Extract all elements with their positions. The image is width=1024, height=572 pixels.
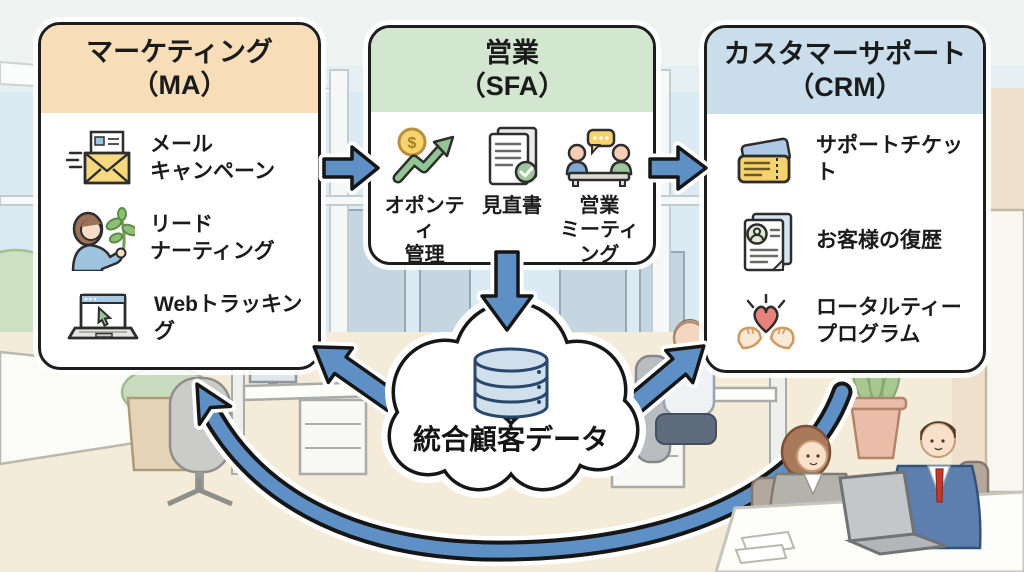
panel-marketing-title: マーケティング （MA） <box>41 25 318 113</box>
opportunity-management-icon: $ <box>392 122 458 188</box>
customer-history-icon <box>731 210 801 272</box>
dollar-glyph: $ <box>407 135 416 152</box>
email-campaign-icon <box>65 129 135 189</box>
lead-nurturing-icon <box>65 207 135 271</box>
item-opportunity-management: $ オポンティ 管理 <box>381 122 468 265</box>
item-label-web-tracking: Webトラッキング <box>154 293 303 343</box>
item-lead-nurturing: リード ナーティング <box>41 199 318 279</box>
panel-sales-body: $ オポンティ 管理 <box>371 112 653 265</box>
door <box>984 208 1024 494</box>
web-tracking-icon <box>65 291 139 347</box>
item-label-loyalty-program: ロータルティー プログラム <box>816 295 962 346</box>
panel-marketing-body: メール キャンペーン <box>41 113 318 367</box>
item-quotation-document: 見直書 <box>468 122 555 262</box>
panel-customer-support-body: サポートチケット <box>707 114 983 370</box>
item-support-ticket: サポートチケット <box>707 120 983 201</box>
item-label-sales-meeting: 営業 ミーティング <box>559 195 639 265</box>
item-web-tracking: Webトラッキング <box>41 279 318 359</box>
item-label-customer-history: お客様の復歴 <box>816 228 942 252</box>
quotation-document-icon <box>482 122 542 188</box>
item-label-opportunity-management: オポンティ 管理 <box>384 195 465 265</box>
item-label-lead-nurturing: リード ナーティング <box>150 213 275 263</box>
panel-sales-title: 営業 （SFA） <box>371 28 653 112</box>
loyalty-program-icon <box>731 292 801 352</box>
support-ticket-icon <box>731 132 801 188</box>
panel-customer-support-title: カスタマーサポート （CRM） <box>707 28 983 114</box>
panel-customer-support: カスタマーサポート （CRM） サポートチケット <box>704 25 986 373</box>
item-sales-meeting: 営業 ミーティング <box>556 122 643 265</box>
panel-marketing: マーケティング （MA） メール キャンペ <box>38 22 321 370</box>
item-customer-history: お客様の復歴 <box>707 201 983 282</box>
item-label-email-campaign: メール キャンペーン <box>150 133 275 183</box>
sales-meeting-icon <box>561 122 637 188</box>
item-loyalty-program: ロータルティー プログラム <box>707 281 983 362</box>
panel-sales: 営業 （SFA） $ オポンティ 管理 <box>368 25 656 265</box>
item-label-support-ticket: サポートチケット <box>816 134 963 185</box>
item-email-campaign: メール キャンペーン <box>41 119 318 199</box>
item-label-quotation-document: 見直書 <box>481 195 542 217</box>
